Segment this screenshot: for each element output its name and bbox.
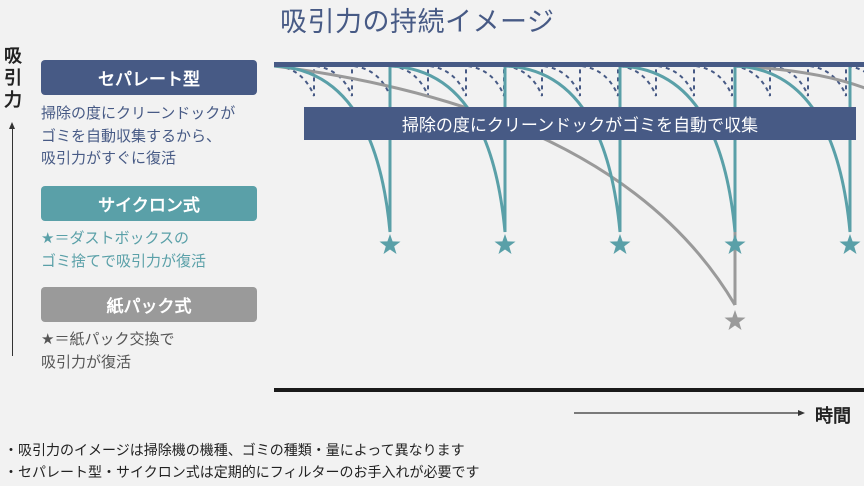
paperpack-star-icon [724, 310, 746, 330]
legend-paperpack-description: ★＝紙パック交換で 吸引力が復活 [41, 328, 174, 373]
star-icon [724, 234, 746, 254]
y-label-char: 吸 [4, 46, 22, 67]
max-suction-line [274, 62, 864, 67]
desc-line: 掃除の度にクリーンドックが [41, 104, 236, 122]
desc-line: 吸引力がすぐに復活 [41, 149, 177, 167]
x-axis-line [274, 388, 864, 392]
desc-line: ★＝ダストボックスの [41, 229, 189, 247]
footnotes: ・吸引力のイメージは掃除機の機種、ゴミの種類・量によって異なります ・セパレート… [4, 440, 479, 484]
y-axis-label: 吸 引 力 [2, 46, 24, 112]
time-arrow-icon [798, 410, 805, 416]
star-icon [379, 234, 401, 254]
star-icon [609, 234, 631, 254]
cyclone-recovery-stars [379, 234, 861, 254]
separate-series [277, 65, 864, 97]
y-axis-line [12, 124, 13, 356]
footnote: ・セパレート型・サイクロン式は定期的にフィルターのお手入れが必要です [4, 465, 480, 481]
star-icon [494, 234, 516, 254]
desc-line: ゴミ捨てで吸引力が復活 [41, 251, 207, 270]
legend-cyclone-badge: サイクロン式 [41, 186, 257, 221]
x-axis-label: 時間 [815, 406, 851, 427]
desc-line: ★＝紙パック交換で [41, 330, 175, 348]
legend-cyclone-description: ★＝ダストボックスの ゴミ捨てで吸引力が復活 [41, 227, 206, 272]
y-label-char: 力 [4, 90, 22, 111]
y-label-char: 引 [4, 68, 22, 89]
desc-line: 吸引力が復活 [41, 352, 132, 371]
footnote: ・吸引力のイメージは掃除機の機種、ゴミの種類・量によって異なります [4, 443, 465, 459]
legend-separate-description: 掃除の度にクリーンドックが ゴミを自動収集するから、 吸引力がすぐに復活 [41, 102, 235, 170]
legend-paperpack-badge: 紙パック式 [41, 287, 257, 322]
separate-banner: 掃除の度にクリーンドックがゴミを自動で収集 [304, 107, 856, 140]
star-icon [839, 234, 861, 254]
legend-separate-badge: セパレート型 [41, 60, 257, 95]
page-title: 吸引力の持続イメージ [280, 7, 555, 38]
desc-line: ゴミを自動収集するから、 [41, 126, 222, 145]
paperpack-series [274, 64, 864, 306]
